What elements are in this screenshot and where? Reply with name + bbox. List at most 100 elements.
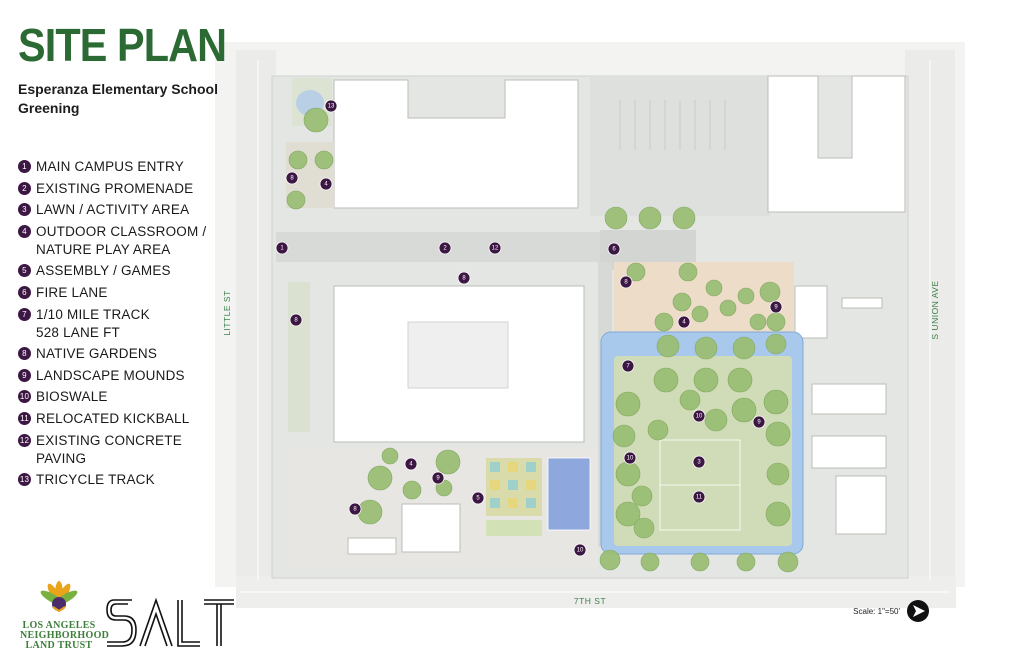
map-marker-number: 9: [774, 304, 778, 310]
scale-label: Scale: 1"=50': [853, 607, 900, 616]
map-marker: 6: [607, 242, 621, 256]
legend-label: BIOSWALE: [36, 389, 108, 405]
legend-number-badge: 5: [18, 264, 31, 278]
legend-item: 11 RELOCATED KICKBALL: [18, 410, 228, 428]
lanlt-logo: LOS ANGELES NEIGHBORHOOD LAND TRUST: [20, 580, 110, 651]
map-marker-number: 8: [294, 317, 298, 323]
legend-label: TRICYCLE TRACK: [36, 472, 155, 488]
legend-number-badge: 10: [18, 390, 31, 404]
lanlt-flower-icon: [40, 581, 78, 613]
street-label-union-ave: S UNION AVE: [930, 280, 940, 339]
map-marker-number: 10: [577, 547, 584, 553]
map-marker: 13: [324, 99, 338, 113]
building-south: [401, 503, 461, 553]
legend-item: 8 NATIVE GARDENS: [18, 345, 228, 363]
legend-item: 1 MAIN CAMPUS ENTRY: [18, 158, 228, 176]
map-marker: 8: [619, 275, 633, 289]
building-south-small: [347, 537, 397, 555]
legend-number-badge: 3: [18, 203, 31, 217]
map-marker-number: 4: [324, 181, 328, 187]
street-label-little-st: LITTLE ST: [222, 290, 232, 336]
game-courts: [486, 457, 591, 536]
legend-number-badge: 11: [18, 411, 31, 425]
legend-label: MAIN CAMPUS ENTRY: [36, 159, 184, 174]
map-marker-number: 8: [290, 175, 294, 181]
building-small-4: [835, 475, 887, 535]
street-label-seventh-st: 7TH ST: [574, 596, 606, 606]
building-small-2: [811, 383, 887, 415]
map-marker: 8: [289, 313, 303, 327]
map-marker-number: 4: [682, 319, 686, 325]
map-marker-number: 5: [476, 495, 480, 501]
map-marker: 9: [431, 471, 445, 485]
legend-item: 6 FIRE LANE: [18, 284, 228, 302]
legend-label: OUTDOOR CLASSROOM / NATURE PLAY AREA: [36, 223, 207, 257]
central-courtyard: [407, 321, 509, 389]
map-marker: 2: [438, 241, 452, 255]
map-marker: 8: [285, 171, 299, 185]
building-northeast: [767, 75, 906, 213]
map-marker: 9: [752, 415, 766, 429]
map-marker-number: 13: [328, 103, 335, 109]
map-marker: 10: [623, 451, 637, 465]
salt-logo: [104, 596, 236, 655]
trees: [286, 107, 799, 573]
map-marker-number: 1: [280, 245, 284, 251]
legend-item: 3 LAWN / ACTIVITY AREA: [18, 201, 228, 219]
little-st-road: [236, 50, 276, 590]
legend-label: NATIVE GARDENS: [36, 346, 158, 362]
map-marker: 8: [348, 502, 362, 516]
map-marker-number: 9: [436, 475, 440, 481]
map-marker-number: 8: [353, 506, 357, 512]
map-marker-number: 6: [612, 246, 616, 252]
legend-label: EXISTING PROMENADE: [36, 180, 194, 196]
legend-number-badge: 8: [18, 347, 31, 361]
map-marker-number: 4: [409, 461, 413, 467]
map-marker: 4: [677, 315, 691, 329]
map-marker: 11: [692, 490, 706, 504]
lanlt-line-2: NEIGHBORHOOD: [20, 630, 110, 641]
building-small-3: [811, 435, 887, 469]
legend-number-badge: 1: [18, 160, 31, 173]
map-marker: 1: [275, 241, 289, 255]
legend-number-badge: 9: [18, 368, 31, 382]
map-marker-number: 10: [696, 413, 703, 419]
legend-number-badge: 12: [18, 433, 31, 447]
field-lines: [659, 439, 741, 531]
map-marker: 10: [692, 409, 706, 423]
legend-label: ASSEMBLY / GAMES: [36, 263, 171, 279]
map-marker-number: 11: [696, 494, 703, 500]
legend-number-badge: 6: [18, 285, 31, 299]
map-marker: 4: [319, 177, 333, 191]
map-marker-number: 10: [627, 455, 634, 461]
building-north: [333, 79, 579, 209]
map-marker-number: 8: [624, 279, 628, 285]
salt-wordmark: [106, 597, 234, 647]
legend-item: 9 LANDSCAPE MOUNDS: [18, 367, 228, 385]
map-marker: 5: [471, 491, 485, 505]
map-marker: 10: [573, 543, 587, 557]
legend-label: FIRE LANE: [36, 284, 108, 300]
legend-item: 10 BIOSWALE: [18, 388, 228, 406]
map-marker: 4: [404, 457, 418, 471]
legend-label: RELOCATED KICKBALL: [36, 410, 190, 426]
legend-number-badge: 4: [18, 224, 31, 238]
map-marker: 7: [621, 359, 635, 373]
legend-label: LAWN / ACTIVITY AREA: [36, 202, 190, 218]
building-small-5: [841, 297, 883, 309]
north-arrow-icon: [907, 600, 929, 622]
map-marker: 12: [488, 241, 502, 255]
garden-west: [288, 282, 310, 432]
parking-stripes: [619, 100, 726, 150]
legend-label: LANDSCAPE MOUNDS: [36, 367, 185, 383]
map-marker-number: 8: [462, 275, 466, 281]
legend-item: 5 ASSEMBLY / GAMES: [18, 262, 228, 280]
page-title: SITE PLAN: [18, 19, 227, 71]
building-small-1: [794, 285, 828, 339]
